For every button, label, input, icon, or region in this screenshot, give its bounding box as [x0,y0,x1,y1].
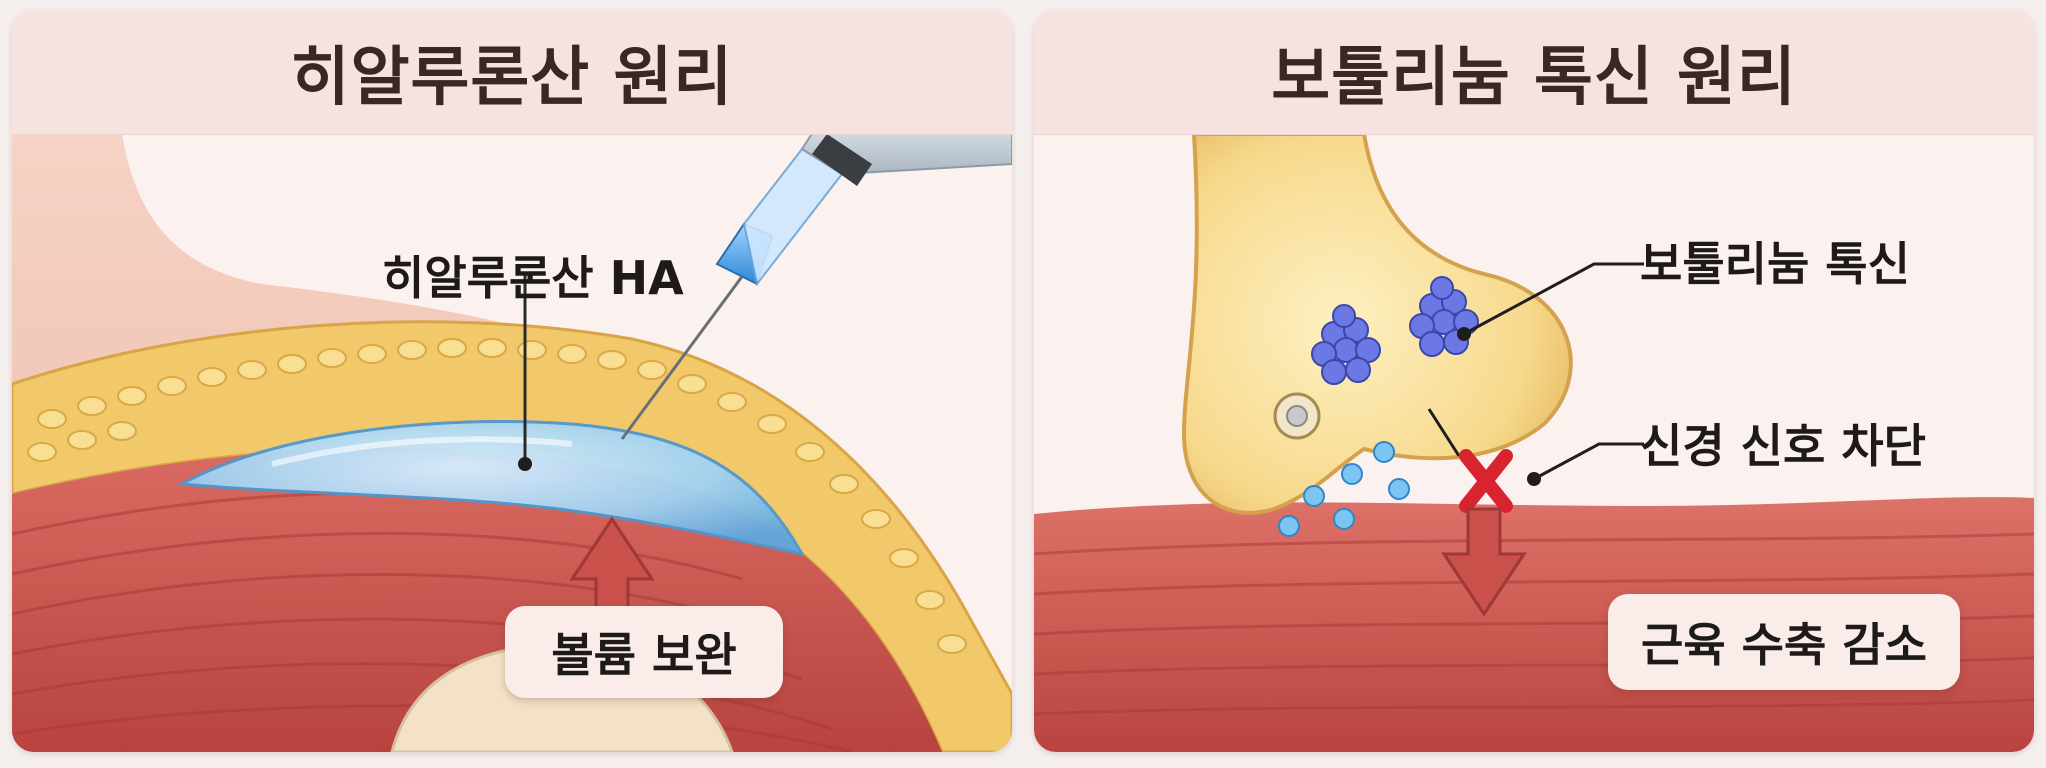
contraction-down-arrow [1441,507,1527,617]
contraction-label-box: 근육 수축 감소 [1608,594,1960,690]
hyaluronic-acid-illustration [12,134,1012,752]
botulinum-toxin-title: 보툴리눔 톡신 원리 [1271,41,1797,115]
ha-gel [177,420,805,557]
syringe [620,134,1012,440]
botulinum-toxin-panel: 보툴리눔 톡신 원리 [1034,10,2034,752]
botulinum-toxin-panel-header: 보툴리눔 톡신 원리 [1034,10,2034,135]
ha-leader-dot [518,457,532,471]
hyaluronic-acid-panel-header: 히알루론산 원리 [12,10,1012,135]
toxin-cluster-right [1409,276,1479,357]
block-label: 신경 신호 차단 [1640,419,1926,473]
volume-label-box: 볼륨 보완 [505,606,783,698]
toxin-cluster-left [1311,304,1381,385]
volume-label: 볼륨 보완 [551,628,737,682]
fat-cells [27,338,967,654]
contraction-label: 근육 수축 감소 [1641,618,1927,672]
toxin-leader-line [1463,262,1644,336]
hyaluronic-acid-panel: 히알루론산 원리 [12,10,1012,752]
block-x-icon [1459,449,1513,513]
ha-label: 히알루론산 HA [382,251,684,305]
toxin-label: 보툴리눔 톡신 [1640,237,1910,291]
neurotransmitters [1278,441,1410,537]
block-leader-line [1533,442,1644,481]
hyaluronic-acid-title: 히알루론산 원리 [290,41,734,115]
